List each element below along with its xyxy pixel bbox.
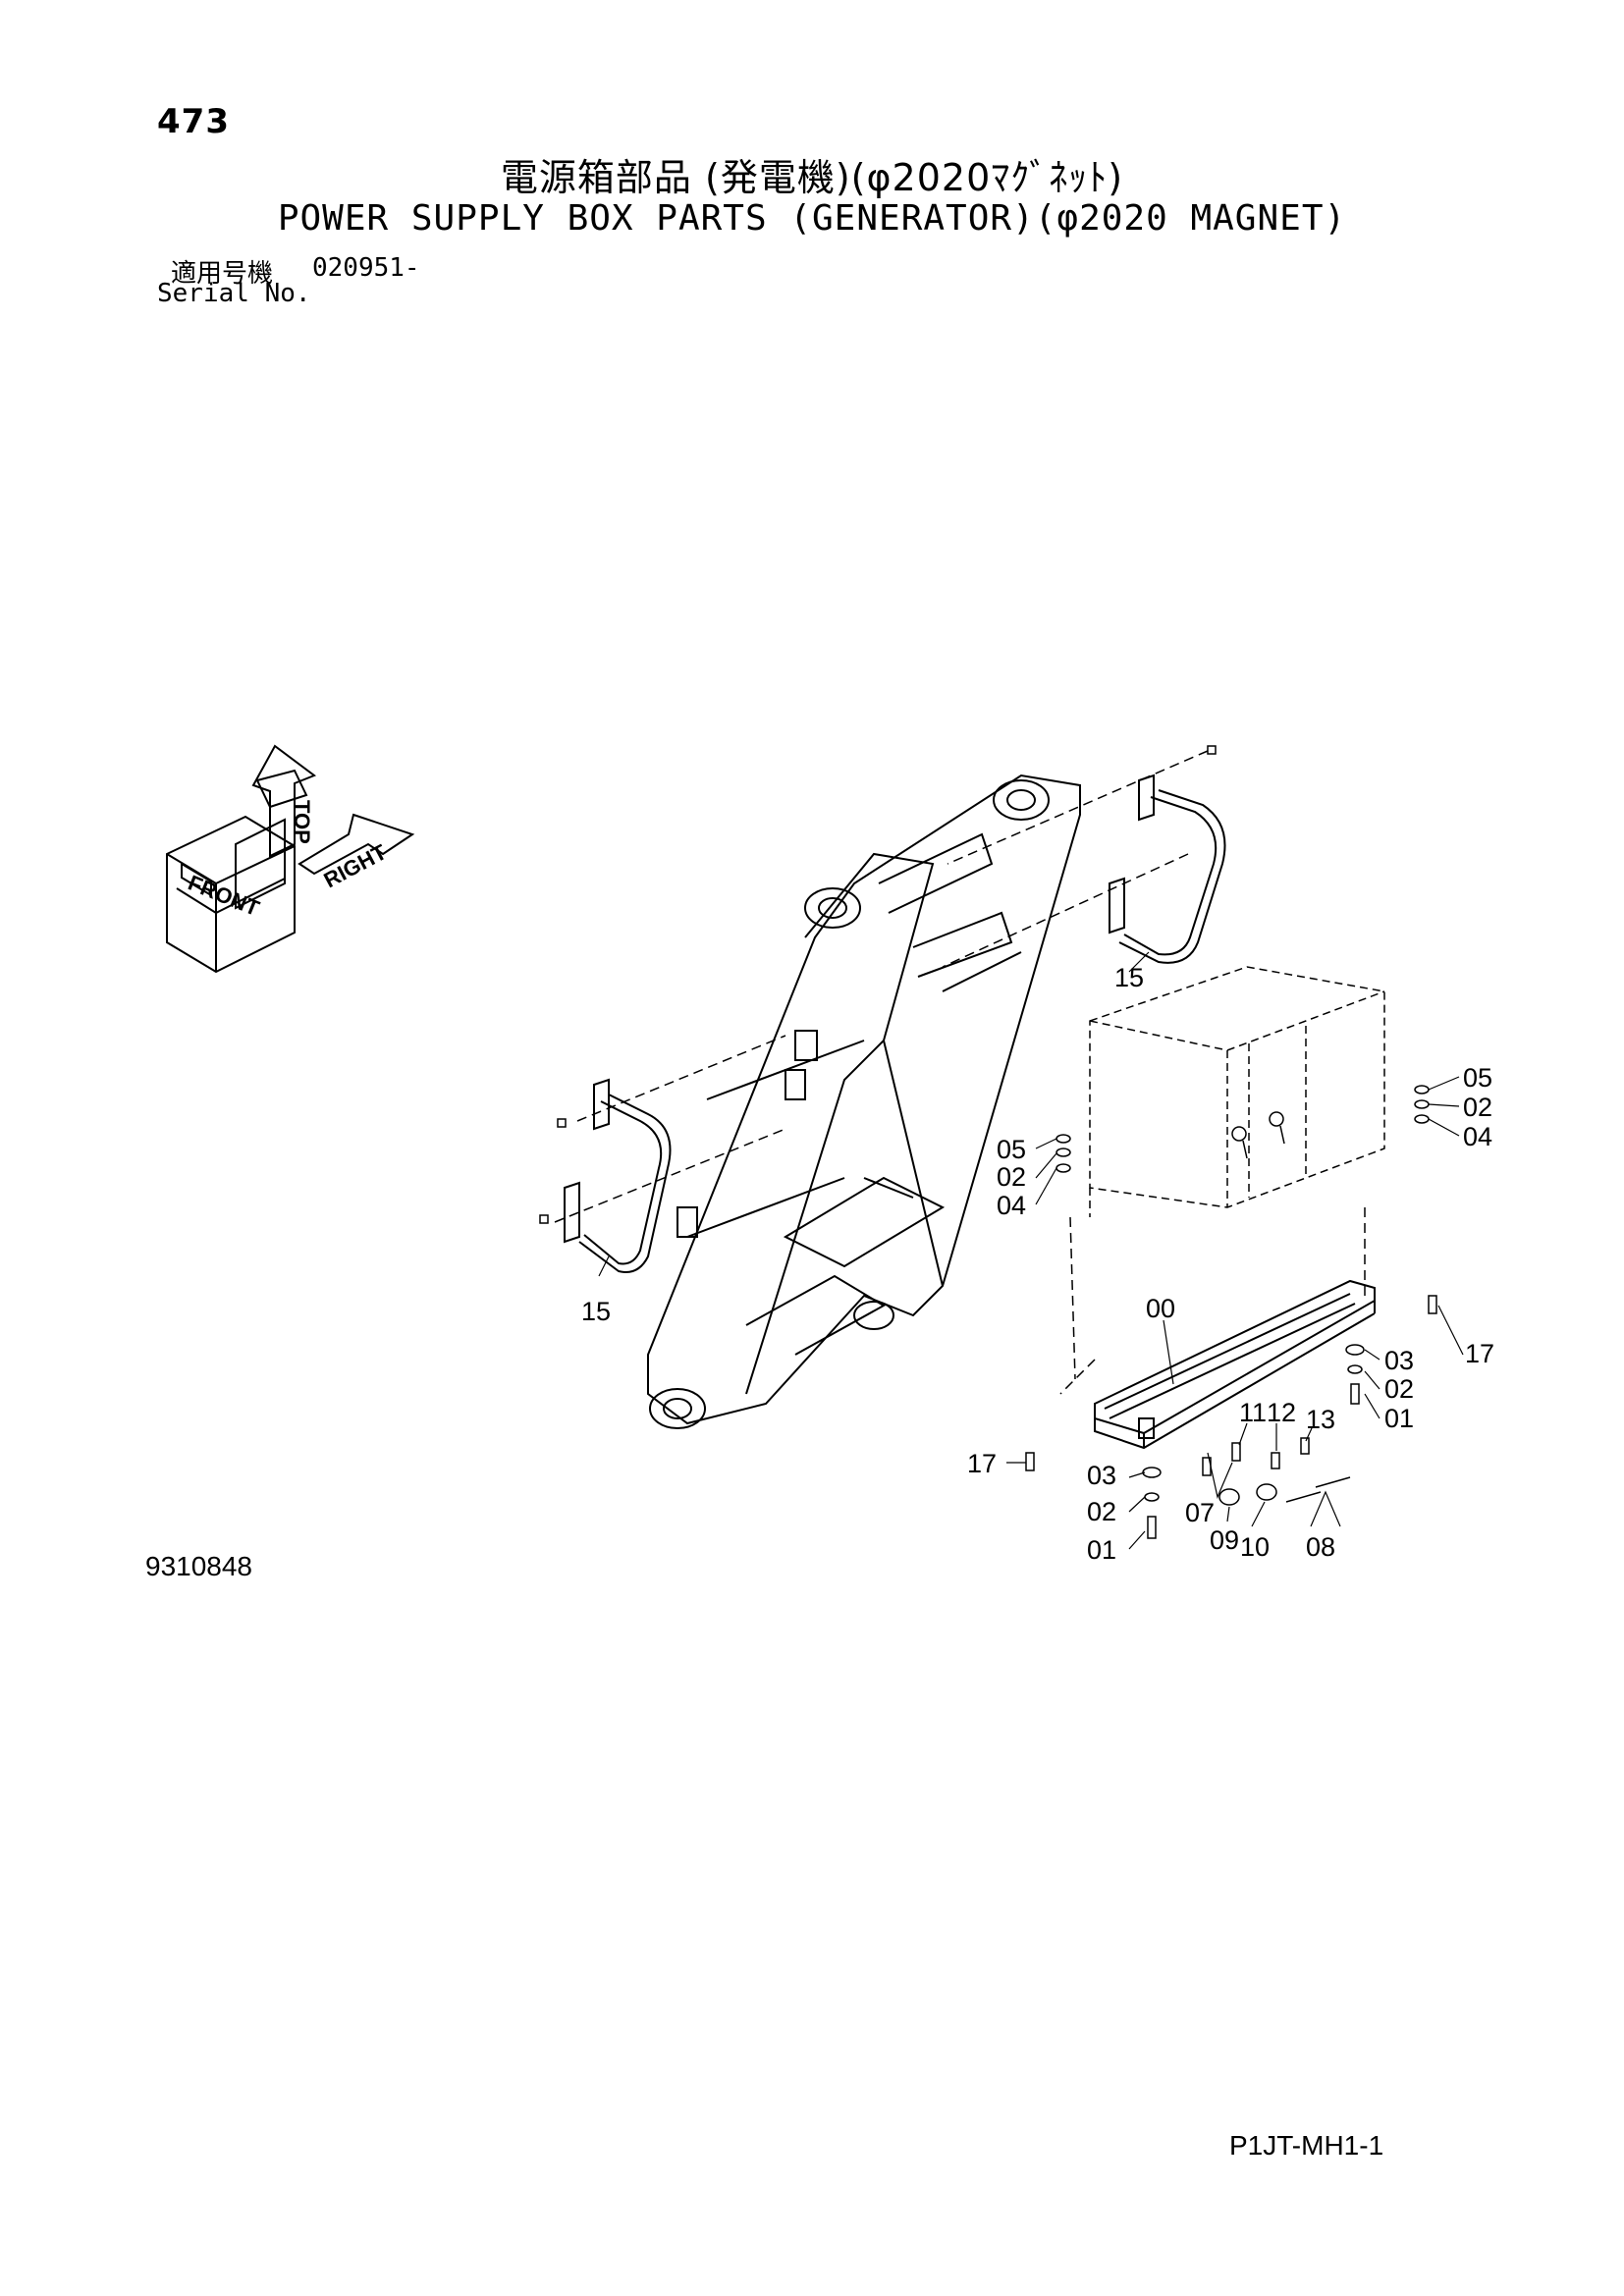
- callout-02-right: 02: [1463, 1093, 1492, 1122]
- callout-09: 09: [1210, 1525, 1239, 1555]
- base-frame: [1094, 1279, 1376, 1450]
- callout-04-left: 04: [997, 1191, 1026, 1220]
- drawing-number: 9310848: [145, 1551, 253, 1581]
- callout-11: 11: [1239, 1398, 1267, 1427]
- box-door-handles: [1231, 1111, 1285, 1159]
- page-number: 473: [157, 102, 230, 141]
- serial-label-english: Serial No.: [157, 279, 311, 308]
- callout-02-left: 02: [997, 1162, 1026, 1192]
- callout-03-right: 03: [1384, 1346, 1414, 1375]
- orientation-right-label: RIGHT: [320, 839, 392, 892]
- handle-right: [1109, 774, 1226, 964]
- serial-label-japanese: 適用号機: [171, 259, 274, 289]
- callout-08: 08: [1306, 1532, 1335, 1562]
- callout-10: 10: [1240, 1532, 1270, 1562]
- orientation-indicator: [166, 744, 415, 974]
- title-japanese: 電源箱部品 (発電機)(φ2020ﾏｸﾞﾈｯﾄ): [500, 156, 1124, 199]
- title-english: POWER SUPPLY BOX PARTS (GENERATOR)(φ2020…: [277, 198, 1347, 239]
- power-supply-box: [1089, 966, 1385, 1217]
- page-code: P1JT-MH1-1: [1229, 2130, 1384, 2161]
- callout-05-left: 05: [997, 1135, 1026, 1164]
- callout-02-lower-right: 02: [1384, 1374, 1414, 1404]
- callout-numbers: 15 15 05 02 04 05 02 04 00 03 02 01 17 1…: [581, 963, 1494, 1565]
- callout-05-right: 05: [1463, 1063, 1492, 1093]
- callout-15-left: 15: [581, 1297, 611, 1326]
- callout-leaders: [598, 951, 1464, 1550]
- callout-07: 07: [1185, 1498, 1215, 1527]
- callout-03-left: 03: [1087, 1461, 1116, 1490]
- orientation-top-label: TOP: [290, 800, 314, 844]
- boom-assembly: [647, 774, 1081, 1429]
- callout-13: 13: [1306, 1405, 1335, 1434]
- callout-01-left: 01: [1087, 1535, 1116, 1565]
- callout-15-top: 15: [1114, 963, 1144, 992]
- callout-01-right: 01: [1384, 1404, 1414, 1433]
- handle-left: [564, 1078, 672, 1273]
- callout-17-left: 17: [967, 1449, 997, 1478]
- callout-04-right: 04: [1463, 1122, 1492, 1151]
- leader-lines: [554, 750, 1366, 1395]
- callout-00: 00: [1146, 1294, 1175, 1323]
- callout-12: 12: [1267, 1398, 1296, 1427]
- callout-02-lower-left: 02: [1087, 1497, 1116, 1526]
- serial-number-value: 020951-: [312, 253, 420, 283]
- callout-17-right: 17: [1465, 1339, 1494, 1368]
